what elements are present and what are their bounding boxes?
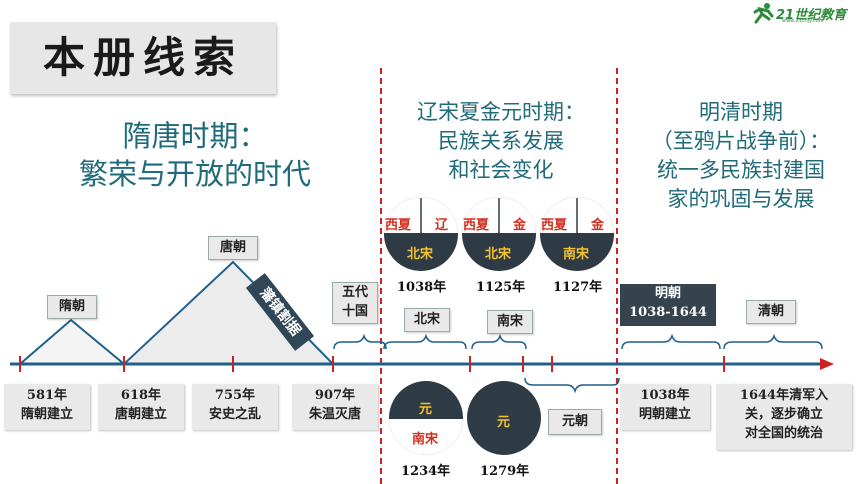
date-box-907: 907年 朱温灭唐	[292, 384, 378, 430]
date-box-581: 581年 隋朝建立	[4, 384, 90, 430]
period-liao-song: 辽宋夏金元时期： 民族关系发展 和社会变化	[385, 98, 617, 185]
ming-box: 明朝 1038-1644	[620, 284, 716, 326]
date-box-581-line1: 581年	[26, 388, 68, 403]
qing-box: 清朝	[746, 300, 796, 324]
year-1234: 1234年	[401, 464, 451, 479]
logo-brand: 21世纪教育	[776, 8, 847, 23]
shiguo-label: 十国	[341, 304, 368, 319]
beisong-box: 北宋	[404, 308, 450, 332]
year-1038: 1038年	[397, 280, 447, 295]
ming-years: 1038-1644	[629, 305, 707, 320]
sui-label: 隋朝	[47, 295, 97, 319]
circle-1234-bottom: 南宋	[412, 432, 439, 447]
year-1127: 1127年	[553, 280, 603, 295]
circle-1127-tr: 金	[591, 218, 605, 233]
year-1279: 1279年	[480, 464, 530, 479]
circle-1279-graphic	[467, 381, 541, 455]
date-box-907-line1: 907年	[314, 388, 356, 403]
circle-1279: 元	[466, 380, 542, 456]
tang-label: 唐朝	[208, 236, 258, 260]
date-box-618: 618年 唐朝建立	[98, 384, 184, 430]
period-ming-qing-line3: 统一多民族封建国	[657, 158, 825, 182]
date-box-581-line2: 隋朝建立	[20, 407, 73, 422]
circle-1038: 西夏 辽 北宋	[383, 196, 459, 272]
circle-1279-center: 元	[497, 415, 511, 430]
date-box-qing-line2: 关，逐步确立	[744, 407, 823, 422]
date-box-qing-line1: 1644年清军入	[739, 388, 829, 403]
date-box-618-line2: 唐朝建立	[114, 407, 167, 422]
period-ming-qing-line1: 明清时期	[699, 100, 783, 124]
period-liao-song-line1: 辽宋夏金元时期：	[417, 100, 585, 124]
period-sui-tang-line2: 繁荣与开放的时代	[78, 157, 311, 191]
period-liao-song-line2: 民族关系发展	[438, 129, 564, 153]
date-box-907-line2: 朱温灭唐	[308, 407, 361, 422]
axis-ticks	[19, 356, 725, 372]
circle-1125: 西夏 金 北宋	[461, 196, 537, 272]
ming-label: 明朝	[654, 286, 681, 301]
circle-1038-tl: 西夏	[385, 218, 412, 233]
circle-1234: 元 南宋	[388, 380, 464, 456]
circle-1127-graphic	[540, 197, 614, 271]
axis-arrow	[820, 358, 834, 370]
date-box-755: 755年 安史之乱	[192, 384, 278, 430]
date-box-qing-line3: 对全国的统治	[744, 426, 823, 441]
circle-1125-tl: 西夏	[463, 218, 490, 233]
title-box	[10, 22, 276, 94]
circle-1127-tl: 西夏	[541, 218, 568, 233]
date-box-ming-line2: 明朝建立	[638, 407, 691, 422]
date-box-755-line2: 安史之乱	[208, 407, 261, 422]
nansong-box: 南宋	[487, 310, 533, 334]
date-box-618-line1: 618年	[120, 388, 162, 403]
date-box-ming: 1038年 明朝建立	[620, 384, 710, 430]
period-ming-qing-line2: （至鸦片战争前）：	[651, 129, 831, 153]
braces	[333, 333, 823, 394]
circle-1234-top: 元	[419, 402, 433, 417]
divider-right	[616, 68, 618, 484]
period-sui-tang-line1: 隋唐时期：	[122, 119, 268, 153]
circle-1125-graphic	[462, 197, 536, 271]
date-box-qing: 1644年清军入 关，逐步确立 对全国的统治	[716, 384, 852, 450]
brand-logo: 21世纪教育 www.21cnjy.com	[752, 2, 860, 26]
date-box-ming-line1: 1038年	[640, 388, 690, 403]
circle-1038-bottom: 北宋	[407, 247, 434, 262]
circle-1038-graphic	[384, 197, 458, 271]
yuan-box: 元朝	[548, 409, 602, 435]
page-title: 本册线索	[42, 33, 243, 82]
period-ming-qing: 明清时期 （至鸦片战争前）： 统一多民族封建国 家的巩固与发展	[622, 98, 860, 214]
year-1125: 1125年	[476, 280, 526, 295]
period-ming-qing-line4: 家的巩固与发展	[667, 187, 815, 211]
runner-icon	[753, 3, 774, 24]
circle-1127-bottom: 南宋	[563, 247, 590, 262]
divider-left	[380, 68, 382, 484]
period-sui-tang: 隋唐时期： 繁荣与开放的时代	[50, 117, 340, 193]
circle-1127: 西夏 金 南宋	[539, 196, 615, 272]
circle-1234-graphic	[389, 381, 463, 455]
wudai-label: 五代	[341, 285, 368, 300]
period-liao-song-line3: 和社会变化	[448, 158, 554, 182]
sui-peak	[17, 318, 127, 365]
circle-1125-tr: 金	[513, 218, 527, 233]
circle-1125-bottom: 北宋	[485, 247, 512, 262]
date-box-755-line1: 755年	[214, 388, 256, 403]
tang-peak	[121, 260, 336, 365]
wudai-shiguo-box: 五代 十国	[332, 282, 378, 324]
logo-url: www.21cnjy.com	[782, 18, 824, 24]
circle-1038-tr: 辽	[435, 218, 449, 233]
